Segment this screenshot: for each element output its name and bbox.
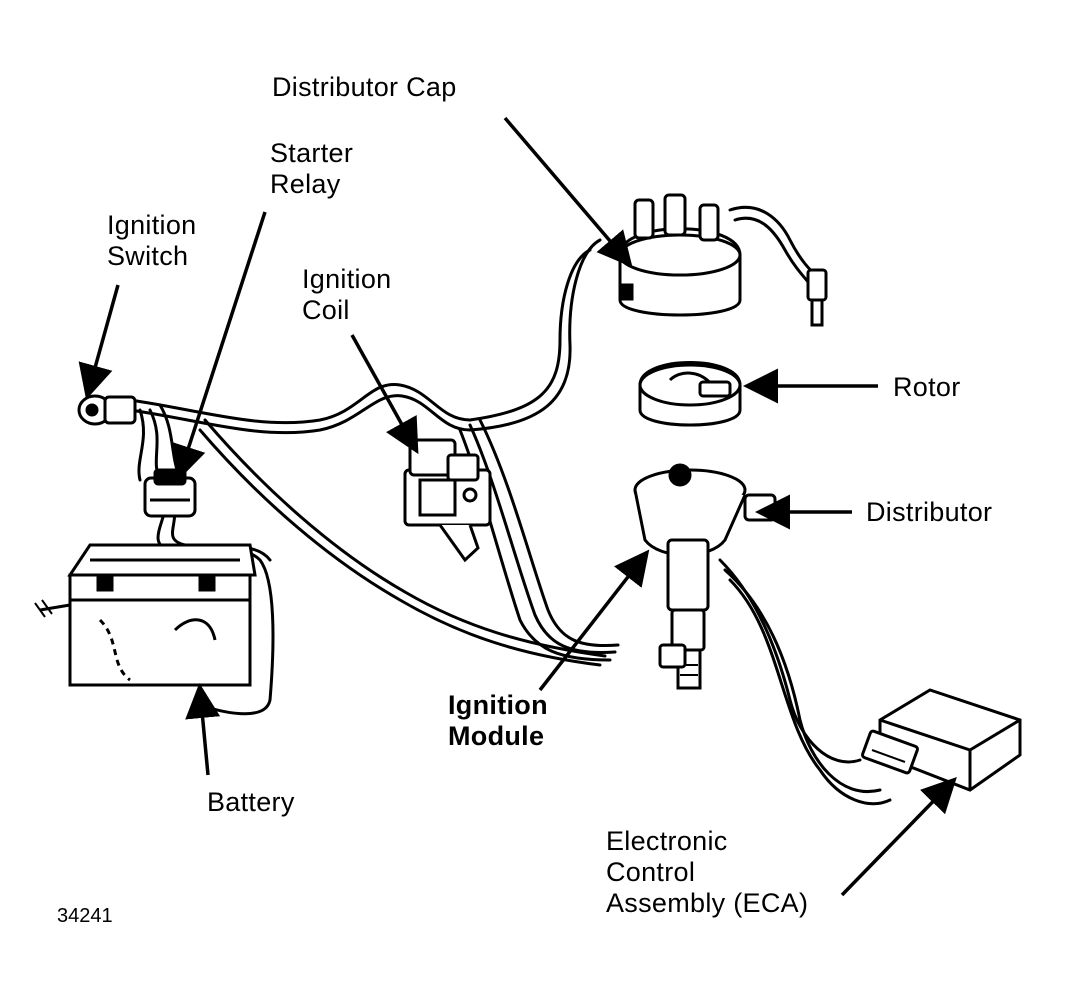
ignition-coil-part [403,438,492,563]
starter-relay-part [143,468,197,518]
battery-part [34,543,257,687]
label-eca: Electronic Control Assembly (ECA) [606,826,809,918]
label-distributor: Distributor [866,497,993,527]
arrow-ignition-switch [78,284,120,400]
arrow-distributor-cap [503,116,633,268]
label-starter-relay: Starter Relay [270,138,354,199]
rotor-part [638,361,742,427]
label-ignition-switch: Ignition Switch [107,210,197,271]
ignition-switch-part [77,394,137,426]
distributor-cap-part [618,193,828,327]
arrow-starter-relay [171,211,267,481]
distributor-part [633,463,777,690]
arrow-ignition-module [538,549,650,692]
arrow-battery [185,683,221,776]
label-ignition-module: Ignition Module [448,690,548,751]
leader-arrows [78,116,957,897]
label-battery: Battery [207,787,295,817]
arrow-eca [840,776,957,897]
figure-number: 34241 [57,905,113,927]
arrow-ignition-coil [350,334,419,455]
eca-part [861,688,1022,792]
label-rotor: Rotor [893,372,961,402]
label-distributor-cap: Distributor Cap [272,72,457,102]
label-ignition-coil: Ignition Coil [302,264,392,325]
